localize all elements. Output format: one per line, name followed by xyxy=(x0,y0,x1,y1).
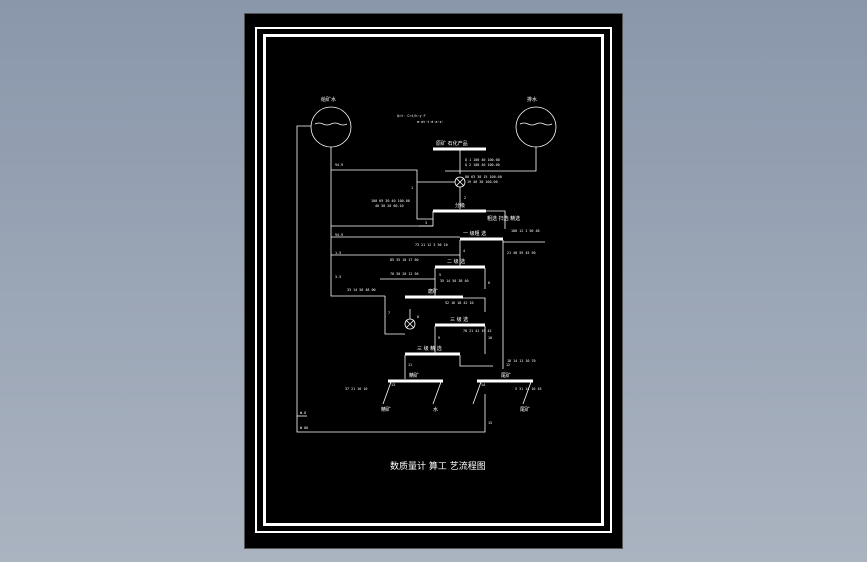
data-row: 19 40 30 100.00 xyxy=(467,180,498,184)
data-row: 18 14 11 10 70 xyxy=(507,359,536,363)
node-number: 5 xyxy=(439,273,441,277)
label-cleaner: 三 级 选 xyxy=(450,316,468,323)
data-row: 33 14 50 48 00 xyxy=(347,288,376,292)
node-number: 7 xyxy=(388,311,390,315)
flowsheet-diagram: 给矿水 排水 Q=t· C=t/h·y F m·at·t·d·a·s· 原矿 石… xyxy=(296,96,557,472)
data-row: 40 30 20 60.10 xyxy=(375,204,404,208)
drawing-sheet: 给矿水 排水 Q=t· C=t/h·y F m·at·t·d·a·s· 原矿 石… xyxy=(244,13,623,549)
drawing-title: 数质量计 算工 艺流程图 xyxy=(390,460,486,472)
side-value: 94.9 xyxy=(335,163,343,167)
node-number: 3 xyxy=(425,221,427,225)
node-number: 12 xyxy=(506,363,510,367)
label-second: 二 级 选 xyxy=(447,258,465,265)
data-row: 100 12 1 50 48 xyxy=(511,229,540,233)
data-row: 80 63 30 15 100.00 xyxy=(465,175,502,179)
right-tank xyxy=(515,106,557,148)
data-row: 52 16 18 42 10 xyxy=(445,301,474,305)
label-tank-right: 排水 xyxy=(527,96,537,103)
label-bottom-left: 精矿 xyxy=(381,406,391,413)
data-row: Q 2 100 40 100.00 xyxy=(465,163,500,167)
data-row: 21 40 59 45 50 xyxy=(507,251,536,255)
node-number: 10 xyxy=(488,336,492,340)
label-screen-right: 粗选 扫选 精选 xyxy=(487,215,520,222)
node-number: 14 xyxy=(481,383,485,387)
side-value: 3.5 xyxy=(335,275,341,279)
data-row: 100 69 30 40 100.00 xyxy=(371,199,410,203)
data-row: 85 35 10 17 60 xyxy=(390,258,419,262)
label-raw: 原矿 石化产品 xyxy=(436,140,468,147)
side-value: W.8 xyxy=(300,411,306,415)
data-row: 70 21 41 19 42 xyxy=(463,329,492,333)
outer-frame xyxy=(255,27,612,533)
node-number: 11 xyxy=(408,363,412,367)
label-bottom-mid: 水 xyxy=(433,406,438,413)
side-value: W 80 xyxy=(300,426,308,430)
node-number: 8 xyxy=(417,315,419,319)
header-line-1: Q=t· C=t/h·y F xyxy=(397,114,426,118)
node-number: 4 xyxy=(463,249,465,253)
node-number: 15 xyxy=(488,421,492,425)
data-row: 37 21 16 10 xyxy=(345,387,367,391)
header-line-2: m·at·t·d·a·s· xyxy=(417,120,444,124)
data-row: 73 21 12 3 56 10 xyxy=(415,243,448,247)
side-value: 94.9 xyxy=(335,233,343,237)
label-screen: 分级 xyxy=(455,202,465,209)
label-rougher: 一 级粗 选 xyxy=(463,230,486,237)
label-final: 三 级 精 选 xyxy=(417,345,442,352)
label-tank-left: 给矿水 xyxy=(321,96,336,103)
inner-frame xyxy=(263,34,604,526)
node-number: 6 xyxy=(488,281,490,285)
label-out-right: 尾矿 xyxy=(501,372,511,379)
node-number: 1 xyxy=(411,186,413,190)
data-row: Q 1 100 40 100.00 xyxy=(465,158,500,162)
node-number: 9 xyxy=(438,336,440,340)
node-number: 2 xyxy=(464,196,466,200)
left-tank xyxy=(310,106,352,148)
label-bottom-right: 尾矿 xyxy=(520,406,530,413)
label-mill: 磨矿 xyxy=(428,288,438,295)
data-row: 35 14 50 38 40 xyxy=(440,279,469,283)
label-out-left: 精矿 xyxy=(409,372,419,379)
data-row: 70 30 20 12 56 xyxy=(390,272,419,276)
side-value: 1.5 xyxy=(335,251,341,255)
data-row: 5 31 14 10 45 xyxy=(515,387,542,391)
node-number: 13 xyxy=(391,383,395,387)
